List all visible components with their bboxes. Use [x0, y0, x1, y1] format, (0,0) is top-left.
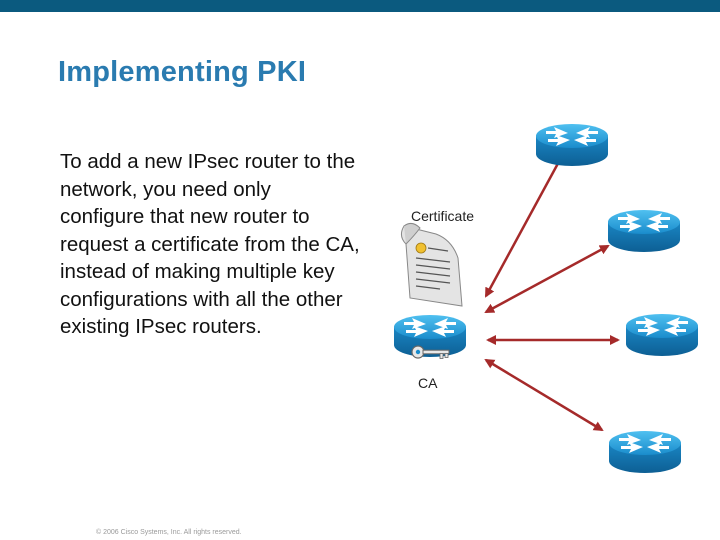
- router-bottom-right: [609, 431, 681, 473]
- header-bar: [0, 0, 720, 12]
- arrow-to-router-bottom-right: [484, 358, 604, 432]
- connection-arrows: [484, 154, 620, 432]
- certificate-icon: [400, 222, 463, 307]
- router-top: [536, 124, 608, 166]
- router-upper-right: [608, 210, 680, 252]
- arrow-to-router-top: [484, 154, 564, 298]
- body-text: To add a new IPsec router to the network…: [60, 150, 360, 338]
- arrow-to-router-upper-right: [484, 244, 610, 314]
- copyright-text: © 2006 Cisco Systems, Inc. All rights re…: [96, 529, 242, 536]
- certificate-label: Certificate: [411, 208, 474, 224]
- router-middle-right: [626, 314, 698, 356]
- key-icon: [411, 345, 450, 359]
- ca-label: CA: [418, 375, 438, 391]
- slide-title: Implementing PKI: [58, 56, 307, 88]
